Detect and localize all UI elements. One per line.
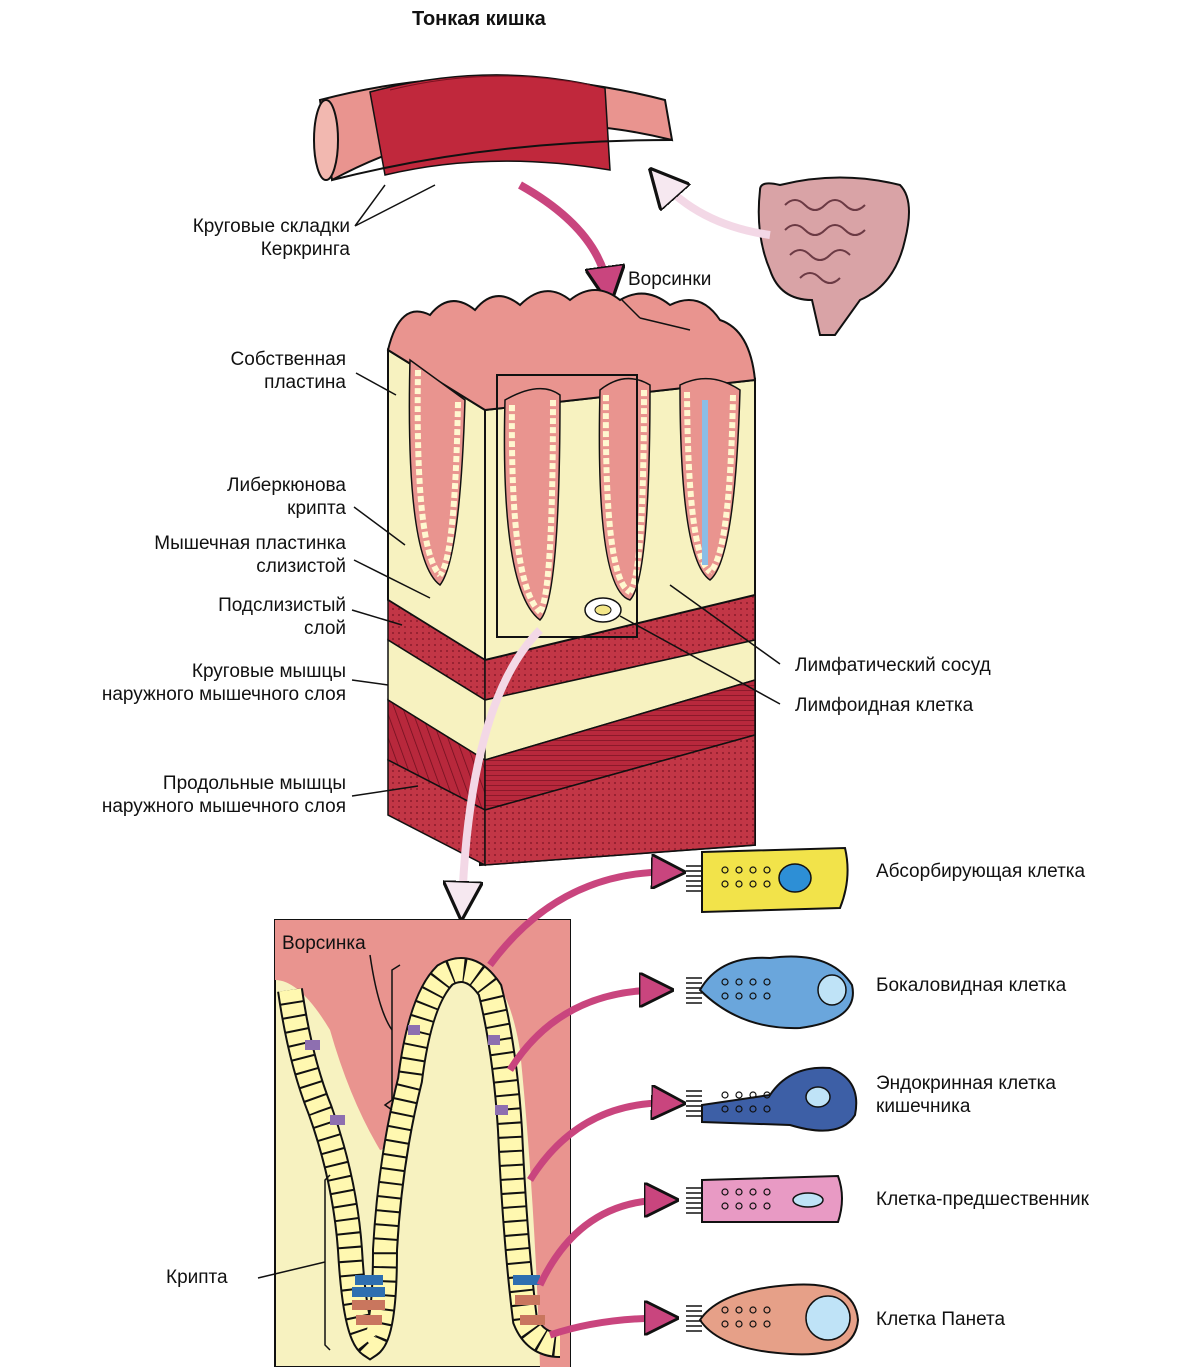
label-longitudinal-muscle: Продольные мышцы наружного мышечного сло… (10, 772, 346, 818)
cell-label-goblet-line1: Бокаловидная клетка (876, 974, 1066, 997)
label-crypt-lieberkuhn-line2: крипта (70, 497, 346, 520)
label-lymphoid-cell: Лимфоидная клетка (795, 694, 973, 717)
tissue-block (388, 290, 755, 865)
absorptive-cell-icon (686, 848, 848, 912)
label-lamina-propria-line2: пластина (70, 371, 346, 394)
label-submucosa-line1: Подслизистый (70, 594, 346, 617)
cell-label-endocrine-line1: Эндокринная клетка (876, 1072, 1056, 1095)
nucleus (818, 975, 846, 1005)
cell-label-absorptive-line1: Абсорбирующая клетка (876, 860, 1085, 883)
cell-label-paneth-line1: Клетка Панета (876, 1308, 1005, 1331)
granule (736, 1092, 742, 1098)
label-muscularis-mucosae-line2: слизистой (40, 555, 346, 578)
intestine-overview (759, 178, 909, 336)
label-submucosa-line2: слой (70, 617, 346, 640)
label-circular-muscle: Круговые мышцы наружного мышечного слоя (10, 660, 346, 706)
nucleus (806, 1087, 830, 1107)
zoom-panel (258, 920, 570, 1367)
cell-label-goblet: Бокаловидная клетка (876, 974, 1066, 997)
label-longitudinal-muscle-line1: Продольные мышцы (10, 772, 346, 795)
nucleus (806, 1296, 850, 1340)
progenitor-cell-icon (686, 1176, 842, 1222)
cell-label-absorptive: Абсорбирующая клетка (876, 860, 1085, 883)
label-crypt: Крипта (166, 1266, 228, 1289)
granule (722, 1092, 728, 1098)
label-circular-muscle-line1: Круговые мышцы (10, 660, 346, 683)
label-lamina-propria-line1: Собственная (70, 348, 346, 371)
cell-label-progenitor: Клетка-предшественник (876, 1188, 1089, 1211)
label-circular-folds-line1: Круговые складки (70, 215, 350, 238)
label-lamina-propria: Собственная пластина (70, 348, 346, 394)
cell-label-progenitor-line1: Клетка-предшественник (876, 1188, 1089, 1211)
endocrine-cell-body (702, 1068, 856, 1131)
label-crypt-lieberkuhn: Либеркюнова крипта (70, 474, 346, 520)
nucleus (793, 1193, 823, 1207)
paneth-cell-icon (686, 1284, 858, 1354)
label-lymph-vessel: Лимфатический сосуд (795, 654, 991, 677)
label-muscularis-mucosae-line1: Мышечная пластинка (40, 532, 346, 555)
label-villi: Ворсинки (628, 268, 711, 291)
arrow-tube-to-block (520, 185, 608, 290)
goblet-cell-icon (686, 957, 853, 1029)
label-longitudinal-muscle-line2: наружного мышечного слоя (10, 795, 346, 818)
label-villus: Ворсинка (282, 932, 366, 955)
cell-label-paneth: Клетка Панета (876, 1308, 1005, 1331)
label-muscularis-mucosae: Мышечная пластинка слизистой (40, 532, 346, 578)
nucleus (779, 864, 811, 892)
cell-label-endocrine: Эндокринная клетка кишечника (876, 1072, 1056, 1118)
cell-label-endocrine-line2: кишечника (876, 1095, 1056, 1118)
absorptive-cell-body (702, 848, 848, 912)
label-submucosa: Подслизистый слой (70, 594, 346, 640)
endocrine-cell-icon (686, 1068, 856, 1131)
intestine-tube (314, 75, 672, 180)
label-circular-folds-line2: Керкринга (70, 238, 350, 261)
diagram-title: Тонкая кишка (412, 8, 546, 31)
arrow-overview-to-tube (660, 180, 770, 235)
label-circular-muscle-line2: наружного мышечного слоя (10, 683, 346, 706)
label-crypt-lieberkuhn-line1: Либеркюнова (70, 474, 346, 497)
label-circular-folds: Круговые складки Керкринга (70, 215, 350, 261)
